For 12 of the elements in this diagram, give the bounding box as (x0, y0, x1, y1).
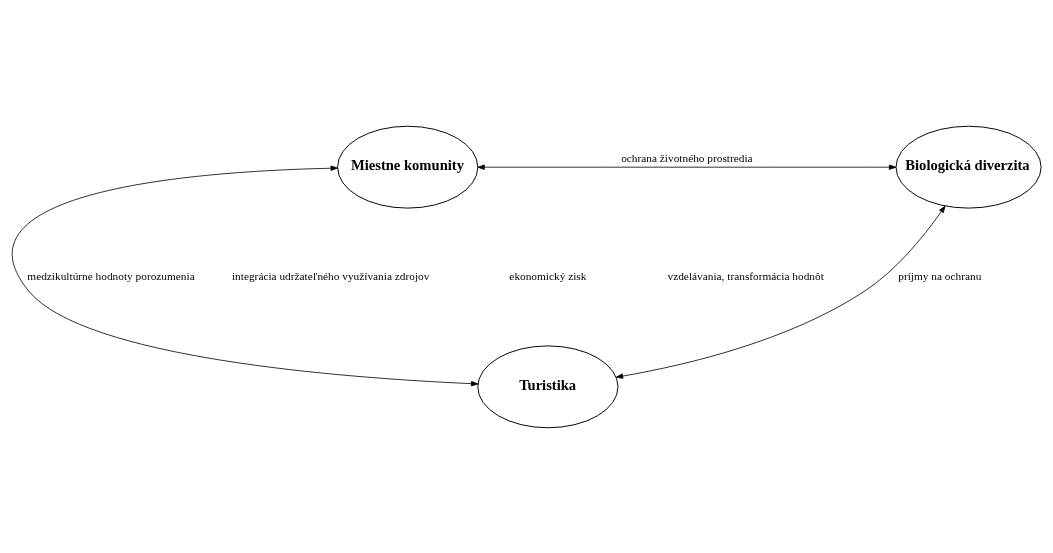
label: integrácia udržateľného využívania zdrojov (231, 269, 430, 282)
edge-label: príjmy na ochranu (898, 269, 982, 282)
arrow (477, 164, 897, 170)
node-ellipse: Turistika (477, 344, 619, 428)
node-ellipse: Miestne komunity (337, 125, 479, 209)
edge-label: ochrana životného prostredia (621, 151, 753, 164)
arrow (12, 165, 479, 386)
arrow (615, 205, 946, 379)
label: ekonomický zisk (509, 269, 587, 282)
node-ellipse: Biologická diverzita (895, 125, 1042, 209)
edge-label: medzikultúrne hodnoty porozumenia (27, 269, 195, 282)
label: vzdelávania, transformácia hodnôt (667, 269, 824, 282)
